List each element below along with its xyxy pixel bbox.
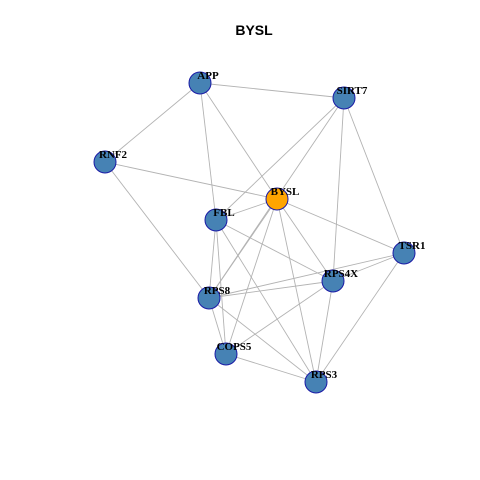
edge-tsr1-rps3 (315, 252, 405, 383)
node-label-app: APP (197, 70, 219, 82)
node-rps8 (197, 286, 221, 310)
node-bysl (265, 187, 289, 211)
edge-rps4x-rps3 (315, 280, 334, 383)
edge-bysl-cops5 (225, 198, 278, 355)
edge-app-bysl (199, 82, 278, 200)
node-label-rps8: RPS8 (204, 285, 231, 297)
edge-app-sirt7 (199, 82, 345, 99)
node-label-tsr1: TSR1 (399, 240, 426, 252)
edge-sirt7-tsr1 (343, 97, 405, 254)
node-fbl (204, 208, 228, 232)
edge-rps4x-cops5 (225, 280, 334, 355)
node-rnf2 (93, 150, 117, 174)
edge-layer (104, 82, 405, 383)
node-rps4x (321, 269, 345, 293)
node-cops5 (214, 342, 238, 366)
node-tsr1 (392, 241, 416, 265)
node-label-rps4x: RPS4X (324, 268, 358, 280)
edge-fbl-rps4x (215, 219, 334, 282)
edge-bysl-rps8 (208, 198, 278, 299)
node-app (188, 71, 212, 95)
edge-app-rnf2 (104, 82, 201, 163)
edge-tsr1-rps4x (332, 252, 405, 282)
edge-bysl-rps4x (276, 198, 334, 282)
node-label-fbl: FBL (213, 207, 234, 219)
node-label-bysl: BYSL (271, 186, 300, 198)
edge-sirt7-rps4x (332, 97, 345, 282)
edge-fbl-rps8 (208, 219, 217, 299)
edge-bysl-rps3 (276, 198, 317, 383)
node-layer (93, 71, 416, 394)
node-sirt7 (332, 86, 356, 110)
node-label-rps3: RPS3 (311, 369, 338, 381)
edge-cops5-rps3 (225, 353, 317, 383)
edge-fbl-cops5 (215, 219, 227, 355)
edge-tsr1-rps8 (208, 252, 405, 299)
edge-rnf2-bysl (104, 161, 278, 200)
node-label-rnf2: RNF2 (99, 149, 128, 161)
edge-rps4x-rps8 (208, 280, 334, 299)
node-label-cops5: COPS5 (217, 341, 252, 353)
diagram-title: BYSL (235, 22, 273, 38)
edge-fbl-rps3 (215, 219, 317, 383)
edge-sirt7-fbl (215, 97, 345, 221)
edge-rps8-rps3 (208, 297, 317, 383)
node-rps3 (304, 370, 328, 394)
edge-rnf2-rps8 (104, 161, 210, 299)
node-label-sirt7: SIRT7 (337, 85, 368, 97)
edge-app-fbl (199, 82, 217, 221)
edge-bysl-tsr1 (276, 198, 405, 254)
